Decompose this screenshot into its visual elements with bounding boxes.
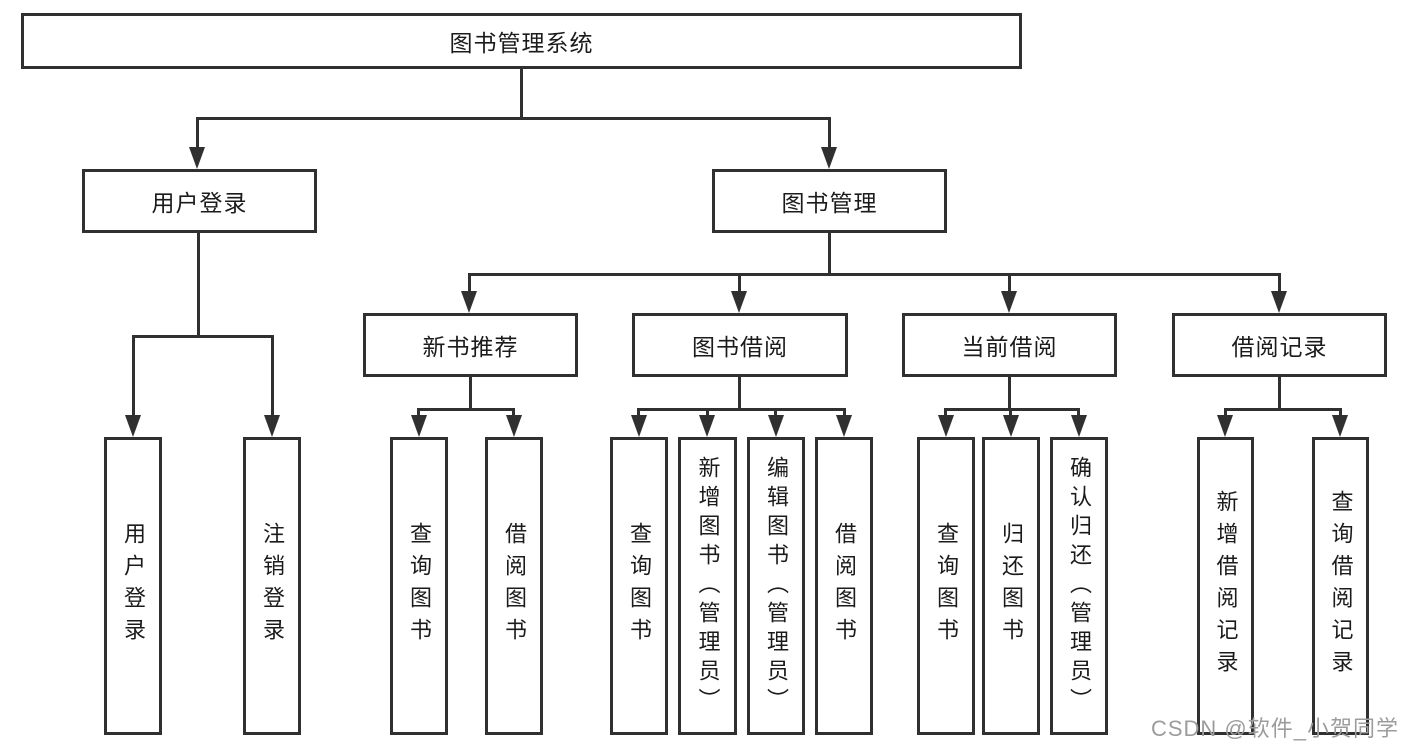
node-label: 图书管理系统	[449, 30, 594, 56]
leaf-borrow-books-recommend: 借阅图书	[485, 437, 543, 735]
connector	[469, 377, 472, 408]
arrowhead-down-icon	[506, 415, 522, 437]
arrowhead-down-icon	[1001, 291, 1017, 313]
leaf-logout: 注销登录	[243, 437, 301, 735]
node-current-borrow: 当前借阅	[902, 313, 1117, 377]
connector	[828, 233, 831, 273]
node-label: 用户登录	[151, 190, 248, 216]
connector	[1278, 273, 1281, 293]
arrowhead-down-icon	[631, 415, 647, 437]
node-label: 查询图书	[407, 522, 432, 650]
arrowhead-down-icon	[1003, 415, 1019, 437]
node-label: 借阅图书	[502, 522, 527, 650]
connector	[843, 408, 846, 417]
node-label: 借阅记录	[1231, 334, 1328, 360]
connector	[271, 335, 274, 417]
arrowhead-down-icon	[1271, 291, 1287, 313]
node-label: 新书推荐	[422, 334, 519, 360]
leaf-borrow-books: 借阅图书	[815, 437, 873, 735]
node-label: 图书管理	[781, 190, 878, 216]
node-user-login: 用户登录	[82, 169, 317, 233]
node-label: 编辑图书（管理员）	[764, 455, 789, 717]
connector	[706, 408, 709, 417]
node-book-borrow: 图书借阅	[632, 313, 848, 377]
node-label: 新增图书（管理员）	[695, 455, 721, 717]
node-label: 查询图书	[934, 522, 959, 650]
connector	[1077, 408, 1080, 417]
node-borrow-records: 借阅记录	[1172, 313, 1387, 377]
node-label: 新增借阅记录	[1213, 490, 1239, 682]
connector	[132, 335, 135, 417]
connector	[944, 408, 1080, 411]
leaf-confirm-return-admin: 确认归还（管理员）	[1050, 437, 1108, 735]
node-label: 查询借阅记录	[1328, 490, 1354, 682]
connector	[1278, 377, 1281, 408]
node-book-management: 图书管理	[712, 169, 947, 233]
node-label: 确认归还（管理员）	[1067, 455, 1092, 717]
arrowhead-down-icon	[264, 415, 280, 437]
connector	[196, 117, 199, 149]
connector	[197, 117, 831, 120]
connector	[132, 335, 274, 338]
arrowhead-down-icon	[461, 291, 477, 313]
connector	[1008, 377, 1011, 408]
connector	[520, 69, 523, 117]
connector	[637, 408, 846, 411]
node-label: 查询图书	[627, 522, 652, 650]
connector	[944, 408, 947, 417]
node-label: 借阅图书	[832, 522, 857, 650]
connector	[738, 273, 741, 293]
leaf-query-borrow-record: 查询借阅记录	[1312, 437, 1369, 735]
connector	[1224, 408, 1342, 411]
csdn-watermark: CSDN @软件_小贺同学	[1150, 716, 1399, 741]
arrowhead-down-icon	[1332, 415, 1348, 437]
arrowhead-down-icon	[411, 415, 427, 437]
connector	[738, 377, 741, 408]
node-label: 当前借阅	[961, 334, 1058, 360]
arrowhead-down-icon	[768, 415, 784, 437]
arrowhead-down-icon	[189, 147, 205, 169]
connector	[512, 408, 515, 417]
connector	[197, 233, 200, 335]
connector	[1009, 408, 1012, 417]
connector	[468, 273, 471, 293]
arrowhead-down-icon	[1217, 415, 1233, 437]
connector	[1008, 273, 1011, 293]
node-label: 图书借阅	[692, 334, 788, 360]
leaf-query-books-borrow: 查询图书	[610, 437, 668, 735]
leaf-add-borrow-record: 新增借阅记录	[1197, 437, 1254, 735]
arrowhead-down-icon	[821, 147, 837, 169]
arrowhead-down-icon	[125, 415, 141, 437]
leaf-user-login: 用户登录	[104, 437, 162, 735]
connector	[417, 408, 420, 417]
node-library-system: 图书管理系统	[21, 13, 1022, 69]
node-new-book-recommend: 新书推荐	[363, 313, 578, 377]
leaf-add-books-admin: 新增图书（管理员）	[678, 437, 737, 735]
connector	[828, 117, 831, 149]
arrowhead-down-icon	[731, 291, 747, 313]
node-label: 注销登录	[260, 522, 285, 650]
connector	[1339, 408, 1342, 417]
arrowhead-down-icon	[699, 415, 715, 437]
arrowhead-down-icon	[938, 415, 954, 437]
leaf-query-books-current: 查询图书	[917, 437, 975, 735]
connector	[637, 408, 640, 417]
arrowhead-down-icon	[1071, 415, 1087, 437]
connector	[774, 408, 777, 417]
connector	[417, 408, 515, 411]
connector	[468, 273, 1281, 276]
leaf-query-books-recommend: 查询图书	[390, 437, 448, 735]
leaf-edit-books-admin: 编辑图书（管理员）	[747, 437, 805, 735]
node-label: 用户登录	[121, 522, 146, 650]
connector	[1224, 408, 1227, 417]
node-label: 归还图书	[999, 522, 1024, 650]
arrowhead-down-icon	[836, 415, 852, 437]
leaf-return-books: 归还图书	[982, 437, 1040, 735]
